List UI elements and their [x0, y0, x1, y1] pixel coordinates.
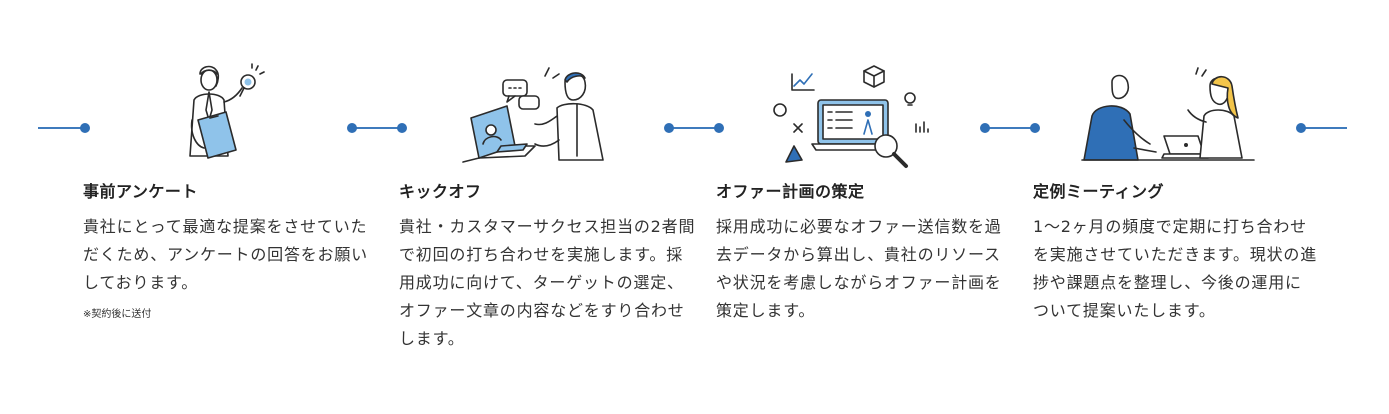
step-title: オファー計画の策定: [716, 182, 865, 201]
video-call-icon: [453, 60, 623, 172]
connector-line: [669, 127, 719, 129]
step-title: 事前アンケート: [83, 182, 198, 201]
survey-person-icon: [170, 60, 270, 172]
connector-dot: [664, 123, 674, 133]
meeting-icon: [1078, 60, 1258, 172]
connector-2-3: [664, 121, 726, 135]
connector-dot: [80, 123, 90, 133]
connector-dot: [1030, 123, 1040, 133]
connector-line: [985, 127, 1035, 129]
step-note: ※契約後に送付: [83, 309, 152, 320]
connector-start: [38, 121, 92, 135]
connector-dot: [714, 123, 724, 133]
connector-dot: [980, 123, 990, 133]
connector-line: [38, 127, 86, 129]
step-description: 貴社にとって最適な提案をさせていただくため、アンケートの回答をお願いしております…: [83, 217, 368, 292]
connector-line: [352, 127, 402, 129]
step-title: キックオフ: [399, 182, 482, 201]
connector-line: [1301, 127, 1347, 129]
connector-3-4: [980, 121, 1042, 135]
step-title: 定例ミーティング: [1033, 182, 1165, 201]
connector-end: [1296, 121, 1350, 135]
step-description: 貴社・カスタマーサクセス担当の2者間で初回の打ち合わせを実施します。採用成功に向…: [399, 217, 696, 348]
step-description: 1〜2ヶ月の頻度で定期に打ち合わせを実施させていただきます。現状の進捗や課題点を…: [1033, 217, 1318, 320]
planning-analysis-icon: [768, 60, 938, 172]
connector-1-2: [347, 121, 409, 135]
step-description: 採用成功に必要なオファー送信数を過去データから算出し、貴社のリソースや状況を考慮…: [716, 217, 1002, 320]
connector-dot: [347, 123, 357, 133]
connector-dot: [397, 123, 407, 133]
connector-dot: [1296, 123, 1306, 133]
